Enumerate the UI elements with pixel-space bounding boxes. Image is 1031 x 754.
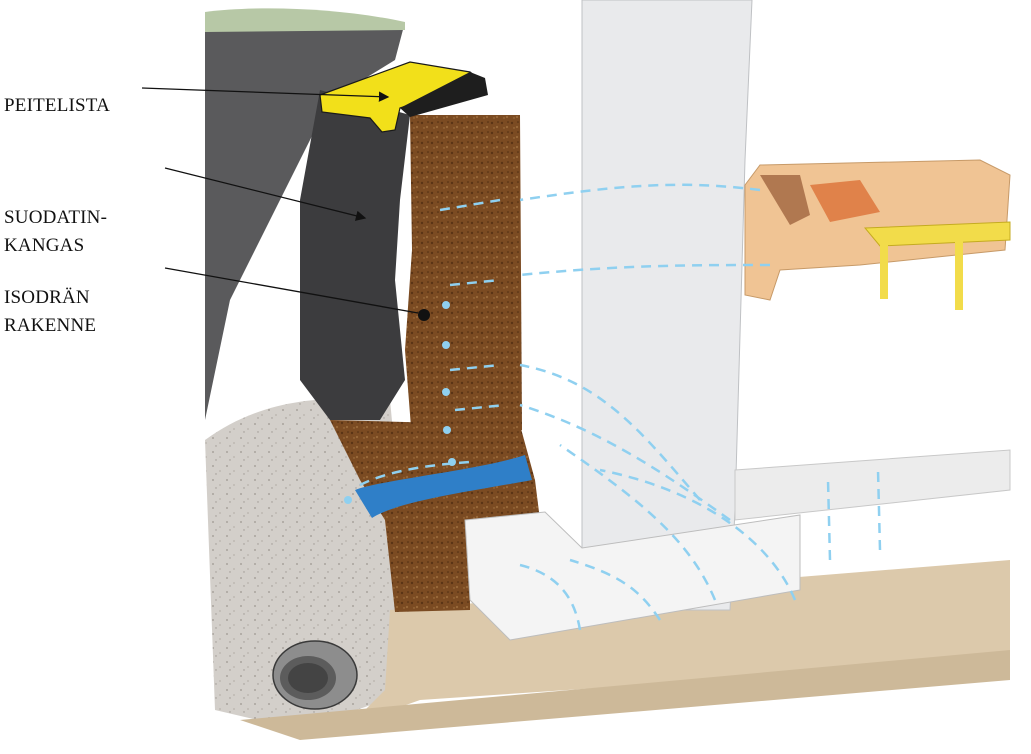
floor-lower-band: [240, 650, 1010, 740]
leader-lines: [141, 87, 419, 314]
isodran-point: [418, 309, 430, 321]
drain-pipe-icon: [272, 640, 358, 710]
floor-slab: [734, 449, 1011, 521]
soil-bank: [205, 22, 405, 420]
label-cover-strip: PEITELISTA: [4, 95, 111, 116]
insulation-board-vertical: [405, 115, 522, 440]
filter-fabric: [300, 90, 410, 420]
label-isodran-2: RAKENNE: [4, 315, 97, 336]
footing-insulation: [464, 511, 801, 641]
label-filter-fabric-2: KANGAS: [4, 235, 85, 256]
drain-membrane: [355, 455, 532, 518]
cover-strip-lip: [400, 72, 488, 117]
grass: [205, 8, 405, 32]
table-icon: [863, 221, 1011, 310]
cover-strip: [319, 61, 484, 133]
label-filter-fabric-1: SUODATIN-: [4, 207, 108, 228]
gravel-fill: [205, 398, 410, 730]
label-isodran-1: ISODRÄN: [4, 287, 90, 308]
water-flow-arrows: [359, 183, 882, 631]
water-drop-icon: [344, 301, 456, 504]
